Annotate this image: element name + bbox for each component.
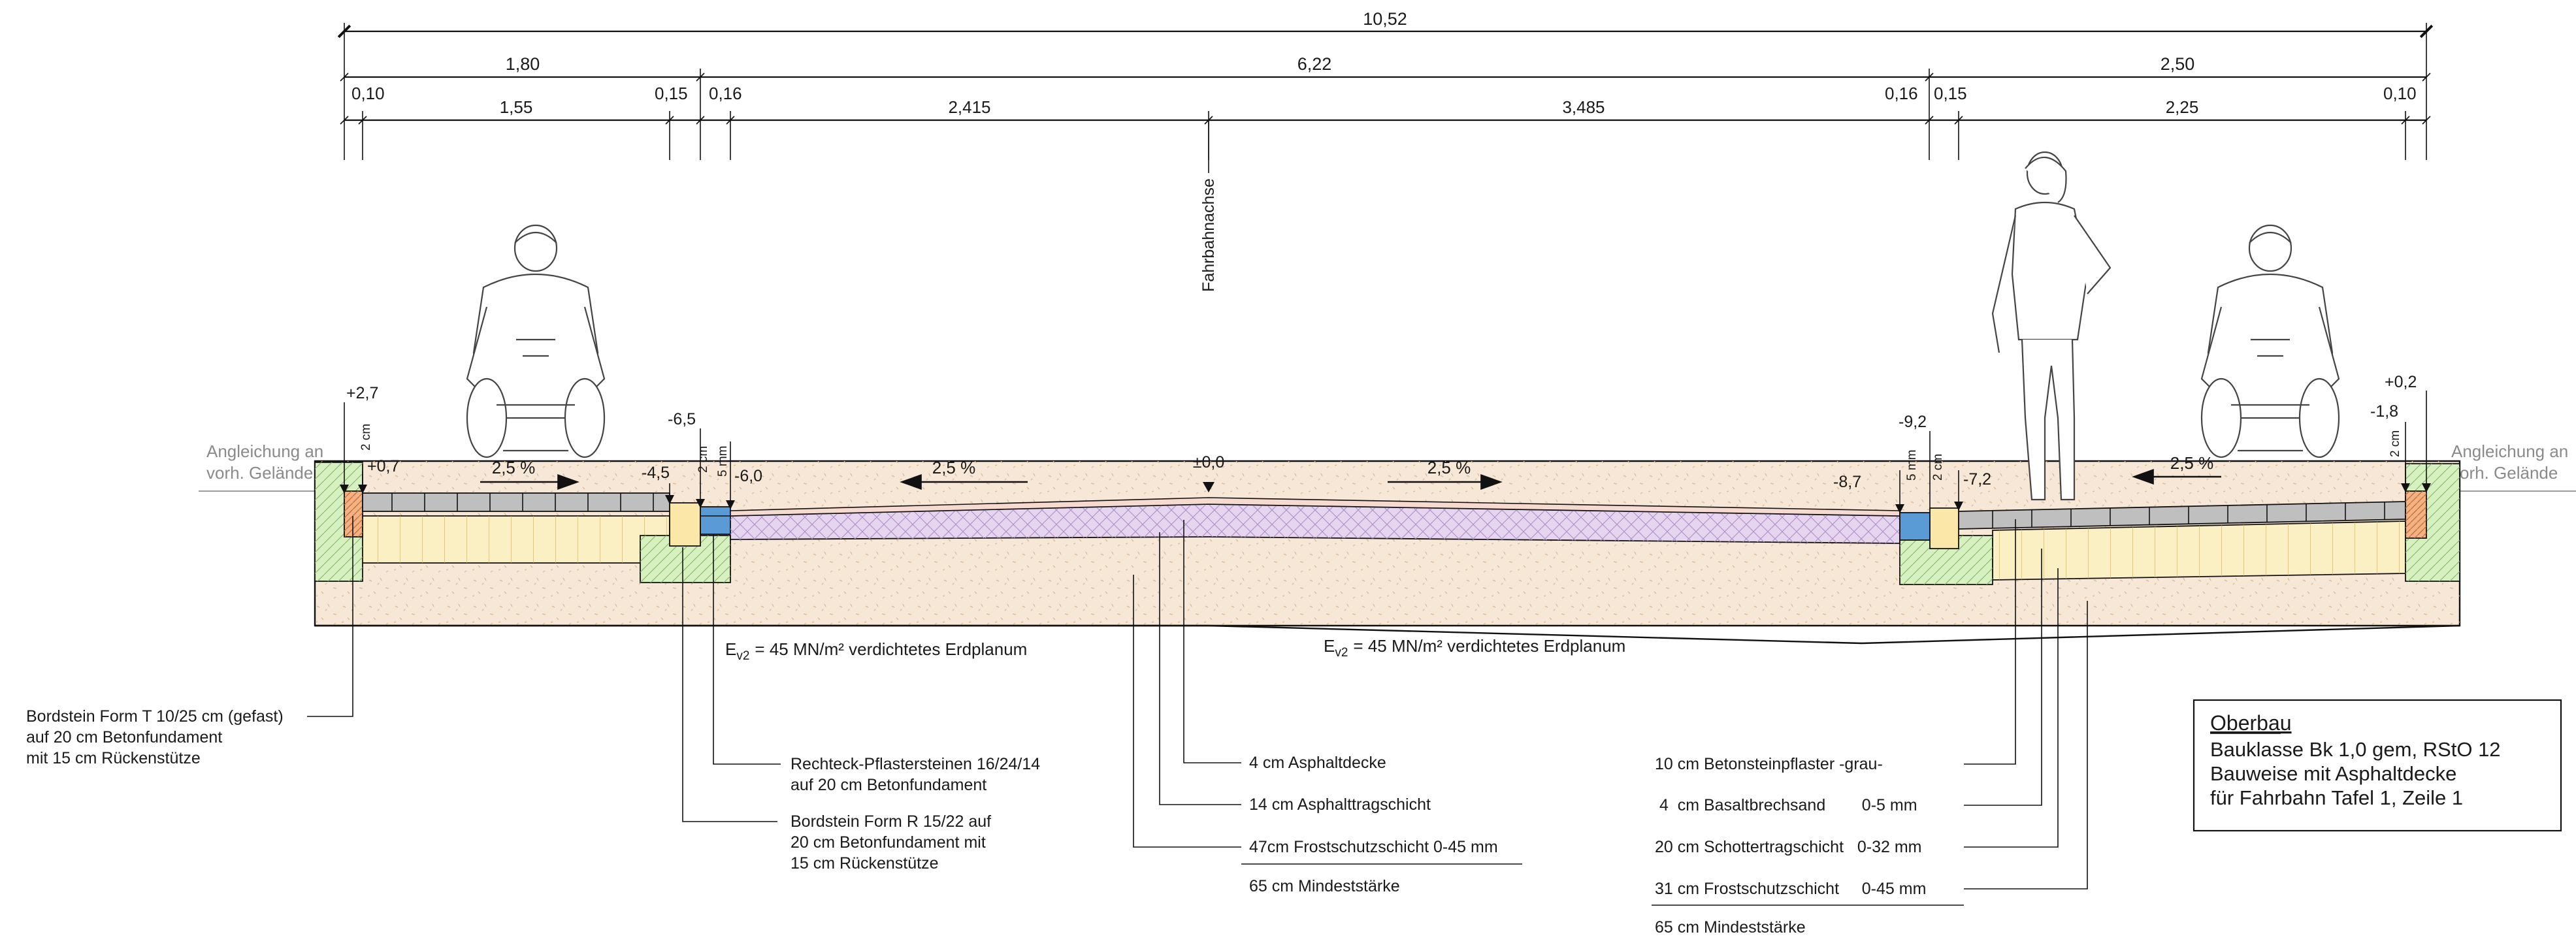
subgrade-prefix: E (725, 639, 736, 659)
callout-line: 65 cm Mindeststärke (1249, 877, 1400, 895)
slope-label: 2,5 % (2170, 453, 2214, 473)
info-box: Oberbau Bauklasse Bk 1,0 gem, RStO 12 Ba… (2193, 699, 2562, 832)
height-label: ±0,0 (1193, 453, 1224, 472)
callout-line: 10 cm Betonsteinpflaster -grau- (1655, 755, 1883, 773)
height-label: 2 cm (696, 446, 710, 473)
callout-line: 15 cm Rückenstütze (791, 854, 939, 873)
dim-total: 10,52 (1363, 9, 1407, 29)
dimension-chain: 10,52 1,80 6,22 2,50 0,10 1,55 0,15 0,16… (337, 9, 2434, 160)
subgrade-prefix: E (1324, 636, 1335, 656)
terrain-left-line2: vorh. Gelände (206, 463, 313, 483)
dim-left-width: 1,80 (506, 54, 540, 74)
callout-line: 31 cm Frostschutzschicht 0-45 mm (1655, 880, 1926, 898)
height-label: +0,7 (367, 457, 399, 475)
axis-label: Fahrbahnachse (1199, 178, 1218, 292)
terrain-right-line1: Angleichung an (2451, 441, 2568, 461)
callout-line: 20 cm Betonfundament mit (791, 833, 986, 852)
dim-item: 0,15 (1934, 84, 1967, 103)
subgrade-sub: v2 (1335, 646, 1348, 660)
svg-text:Ev2= 45 MN/m² verdichtetes Er: Ev2 = 45 MN/m² verdichtetes Erdplanum (1324, 636, 1625, 660)
dim-item: 0,10 (2383, 84, 2417, 103)
right-road-curb (1929, 507, 1959, 549)
dim-item: 2,25 (2166, 97, 2199, 117)
callout-line: 4 cm Basaltbrechsand 0-5 mm (1655, 796, 1917, 814)
callout-pflaster: Rechteck-Pflastersteinen 16/24/14 auf 20… (791, 755, 1040, 794)
info-line: Bauklasse Bk 1,0 gem, RStO 12 (2210, 738, 2501, 761)
left-road-curb (669, 502, 701, 547)
dim-item: 0,15 (655, 84, 688, 103)
height-label: 5 mm (716, 446, 730, 477)
subgrade-labels: Ev2 = 45 MN/m² verdichtetes Erdplanum Ev2… (725, 636, 1625, 663)
height-label: 2 cm (1931, 454, 1945, 481)
height-label: -1,8 (2370, 402, 2398, 421)
subgrade-text: = 45 MN/m² verdichtetes Erdplanum (755, 639, 1027, 659)
height-label: 2 cm (359, 424, 373, 451)
height-label: 2 cm (2389, 430, 2402, 457)
height-label: -6,0 (734, 467, 762, 485)
callout-line: auf 20 cm Betonfundament (791, 776, 986, 794)
paving-joints-right (1992, 502, 2385, 528)
dim-item: 0,16 (709, 84, 742, 103)
callout-bordstein-t: Bordstein Form T 10/25 cm (gefast) auf 2… (26, 707, 284, 767)
right-gutter-paver (1899, 512, 1931, 541)
callout-line: 14 cm Asphalttragschicht (1249, 795, 1431, 814)
paving-joints (391, 493, 654, 511)
height-label: +2,7 (346, 384, 378, 402)
dim-item: 0,10 (351, 84, 385, 103)
height-markers: +2,7 2 cm +0,7 -4,5 -6,5 2 cm 5 mm -6,0 … (340, 373, 2431, 513)
info-line: Bauweise mit Asphaltdecke (2210, 762, 2456, 785)
leaders (307, 516, 2088, 906)
height-label: -8,7 (1833, 473, 1861, 491)
slope-arrows: 2,5 % 2,5 % 2,5 % 2,5 % (480, 453, 2221, 490)
dim-roadway: 6,22 (1297, 54, 1332, 74)
height-label: -4,5 (642, 464, 670, 482)
callout-asphalt: 4 cm Asphaltdecke 14 cm Asphalttragschic… (1249, 754, 1498, 895)
info-title: Oberbau (2210, 711, 2292, 735)
height-label: -7,2 (1963, 470, 1991, 489)
pedestrian (1991, 151, 2111, 501)
svg-text:Ev2= 45 MN/m² verdichtetes Er: Ev2 = 45 MN/m² verdichtetes Erdplanum (725, 639, 1027, 663)
height-label: 5 mm (1905, 450, 1919, 481)
pavement-section (314, 460, 2461, 645)
callout-bordstein-r: Bordstein Form R 15/22 auf 20 cm Betonfu… (791, 812, 991, 873)
info-line: für Fahrbahn Tafel 1, Zeile 1 (2210, 786, 2463, 809)
slope-label: 2,5 % (1427, 458, 1471, 477)
callout-line: 65 cm Mindeststärke (1655, 918, 1806, 937)
callout-line: auf 20 cm Betonfundament (26, 728, 222, 746)
dim-row-three: 0,10 1,55 0,15 0,16 2,415 3,485 0,16 0,1… (351, 84, 2417, 117)
subgrade-text: = 45 MN/m² verdichtetes Erdplanum (1353, 636, 1625, 656)
terrain-left-line1: Angleichung an (206, 441, 323, 461)
slope-label: 2,5 % (492, 458, 536, 477)
dim-item: 1,55 (500, 97, 533, 117)
callout-line: 4 cm Asphaltdecke (1249, 754, 1386, 772)
terrain-right-line2: vorh. Gelände (2451, 463, 2558, 483)
callout-line: 20 cm Schottertragschicht 0-32 mm (1655, 838, 1921, 856)
terrain: Angleichung an vorh. Gelände Angleichung… (199, 441, 2576, 492)
subgrade-sub: v2 (736, 649, 749, 663)
dim-item: 0,16 (1885, 84, 1918, 103)
left-sidewalk-paving (362, 492, 670, 512)
callout-sidewalk: 10 cm Betonsteinpflaster -grau- 4 cm Bas… (1655, 755, 1926, 937)
dim-item: 3,485 (1562, 97, 1605, 117)
road-axis: Fahrbahnachse (1199, 121, 1218, 624)
wheelchair-user-right (2200, 224, 2340, 458)
callout-line: Bordstein Form R 15/22 auf (791, 812, 991, 831)
slope-label: 2,5 % (932, 458, 976, 477)
height-label: -9,2 (1899, 413, 1927, 431)
dim-right-width: 2,50 (2160, 54, 2195, 74)
left-gutter-paver (700, 506, 731, 535)
wheelchair-user-left (466, 224, 606, 458)
callout-line: mit 15 cm Rückenstütze (26, 749, 201, 767)
height-label: +0,2 (2385, 373, 2417, 391)
callout-line: 47cm Frostschutzschicht 0-45 mm (1249, 838, 1498, 856)
callout-line: Rechteck-Pflastersteinen 16/24/14 (791, 755, 1040, 773)
callout-line: Bordstein Form T 10/25 cm (gefast) (26, 707, 284, 726)
dim-item: 2,415 (948, 97, 990, 117)
height-label: -6,5 (668, 410, 696, 428)
